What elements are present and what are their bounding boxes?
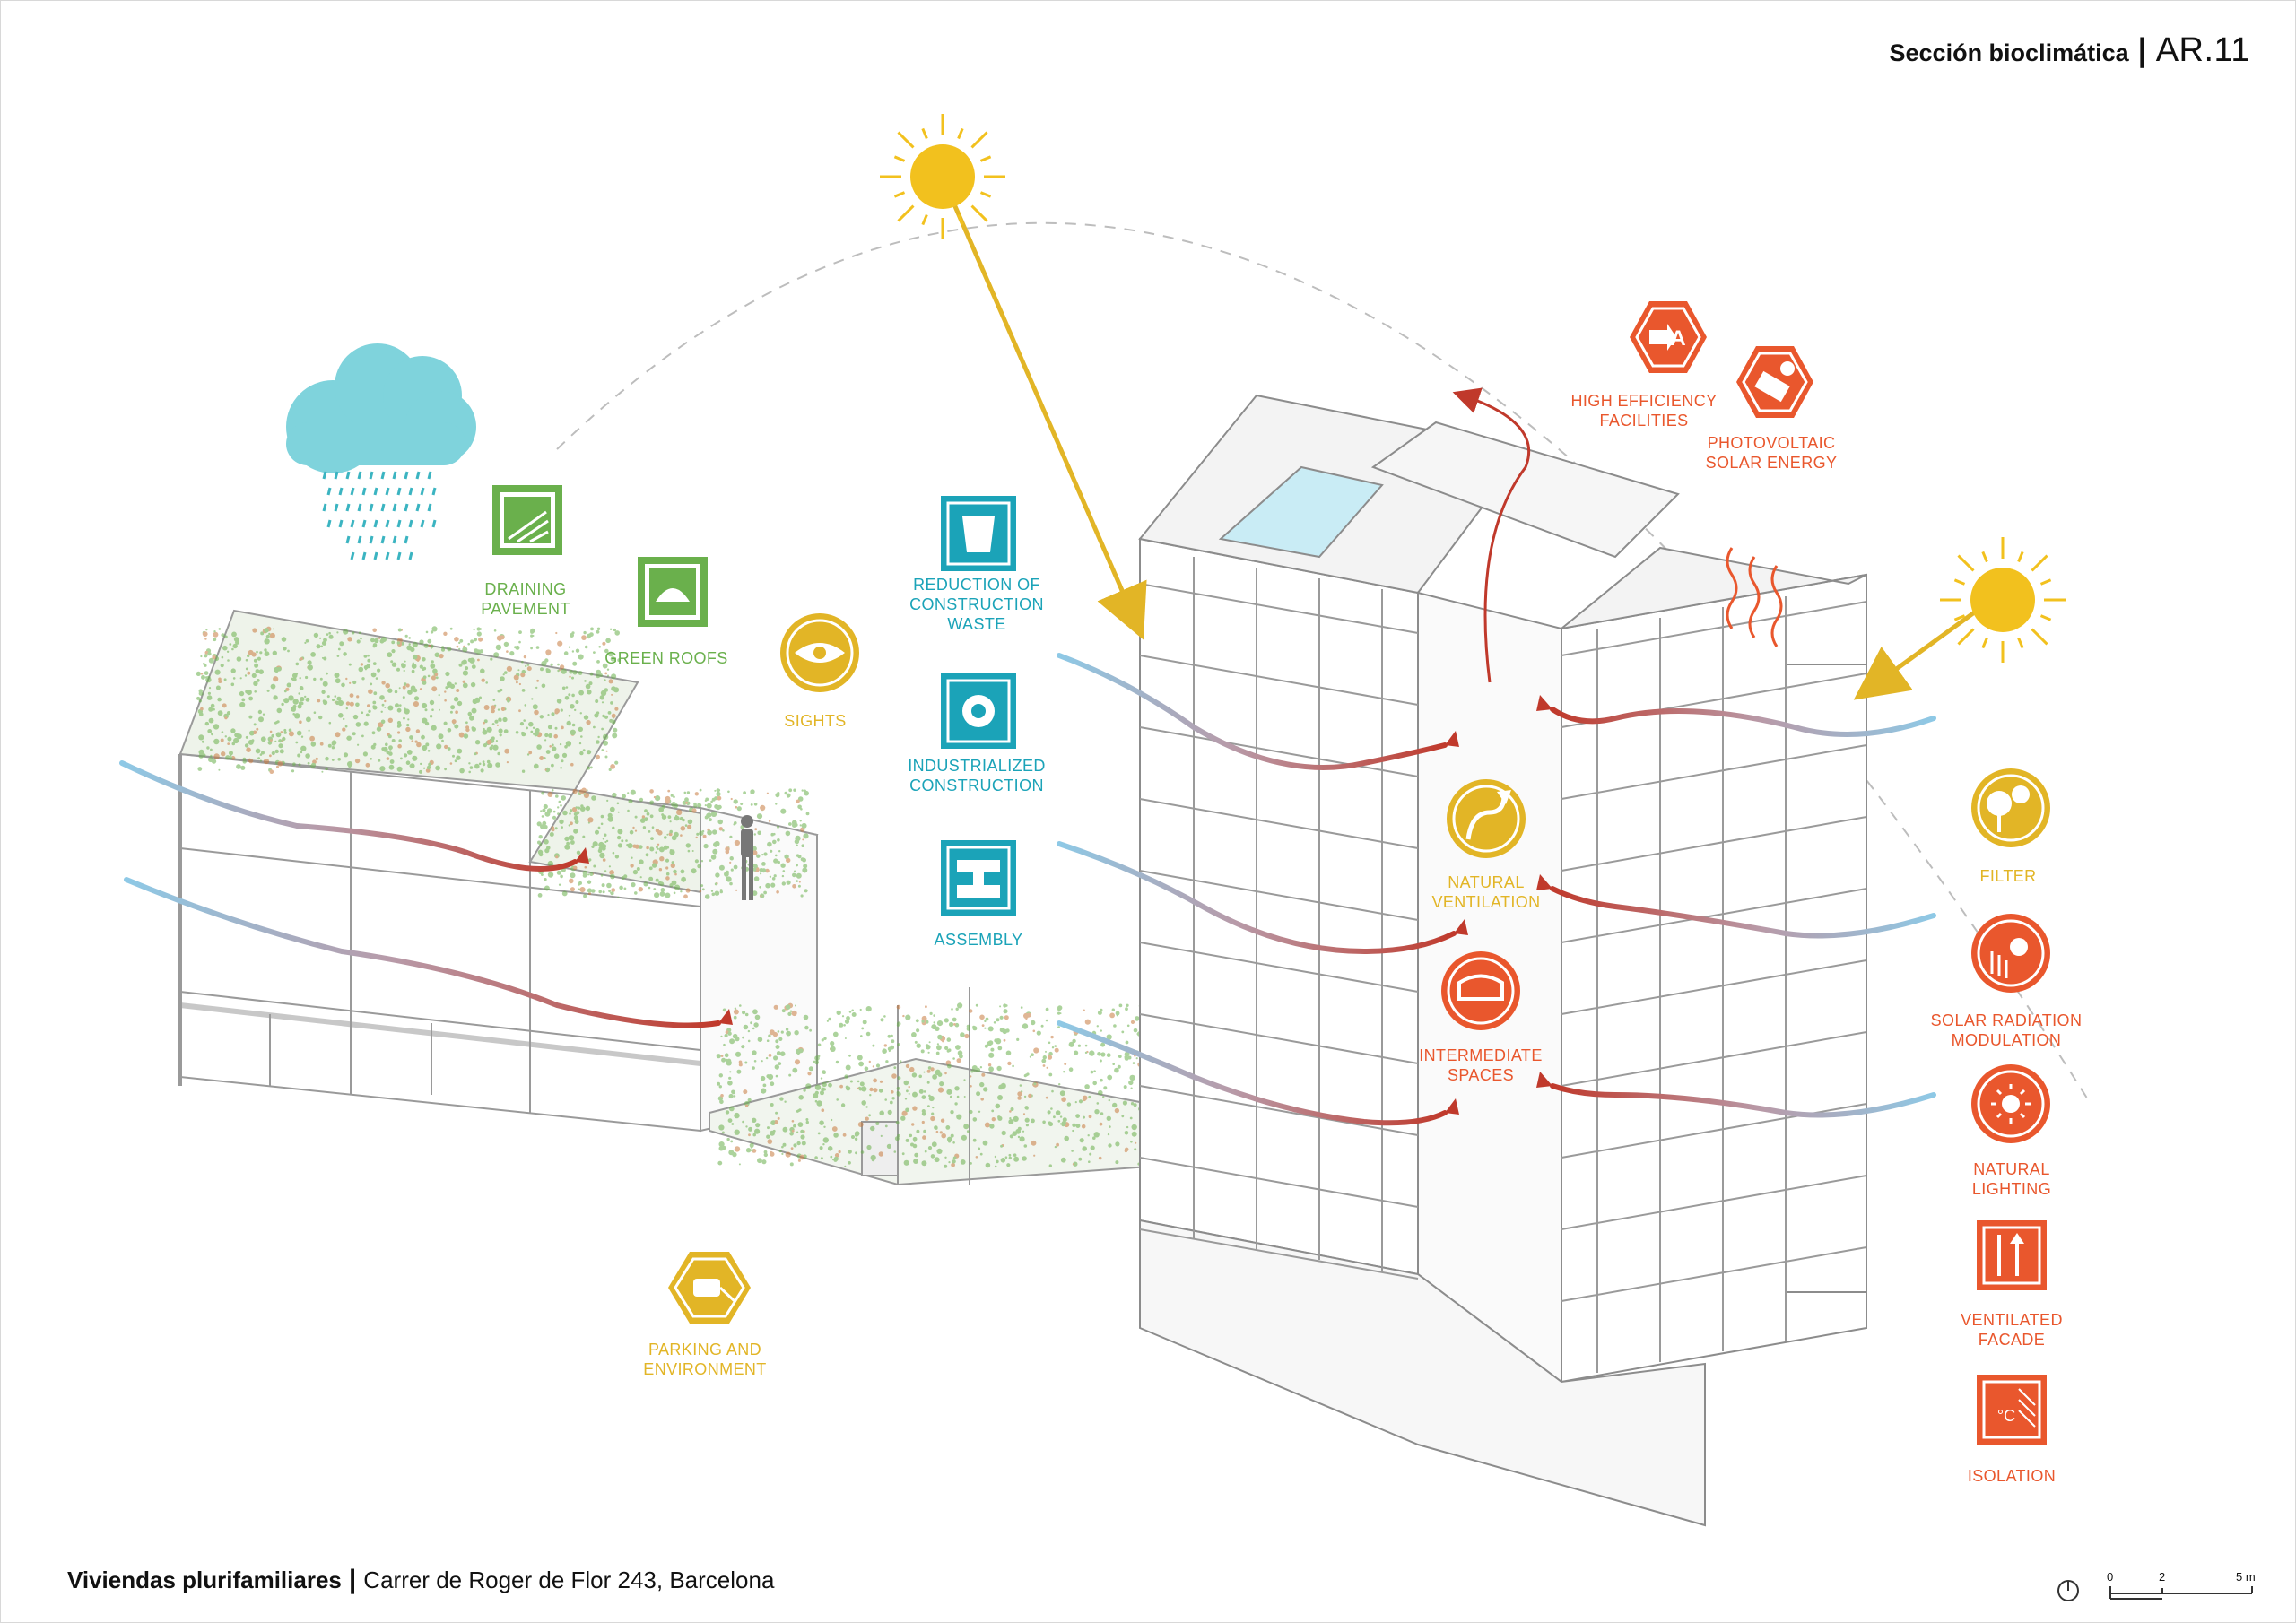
scale-bar [2109, 1586, 2253, 1600]
filter-icon [1971, 768, 2050, 847]
label-sights: SIGHTS [784, 712, 847, 730]
label-draining-pavement: DRAINING PAVEMENT [481, 580, 570, 618]
sheet-footer: Viviendas plurifamiliares | Carrer de Ro… [67, 1565, 774, 1595]
wind-arrowheads [575, 695, 1552, 1115]
sheet-code: AR.11 [2155, 31, 2250, 69]
industrialized-construction-icon [941, 673, 1016, 749]
draining-pavement-icon [492, 485, 562, 555]
sun-ray-right [1853, 603, 1985, 700]
svg-text:A: A [1670, 326, 1685, 351]
label-photovoltaic: PHOTOVOLTAIC SOLAR ENERGY [1705, 434, 1838, 472]
label-solar-radiation: SOLAR RADIATION MODULATION [1930, 1011, 2083, 1049]
sun-icon-right [1940, 537, 2066, 663]
parking-environment-icon [668, 1252, 751, 1324]
assembly-icon [941, 840, 1016, 916]
green-roof-vegetation-left [196, 626, 810, 899]
tower-floor-lines [1139, 557, 1867, 1373]
stack-ventilation-arrow [1452, 387, 1531, 683]
photovoltaic-icon [1736, 346, 1813, 418]
svg-text:°C: °C [1997, 1407, 2015, 1425]
cloud-icon [286, 343, 476, 473]
scale-tick-0: 0 [2107, 1570, 2114, 1584]
intermediate-spaces-icon [1441, 951, 1520, 1030]
label-isolation: ISOLATION [1967, 1467, 2057, 1485]
isolation-icon: °C [1977, 1375, 2047, 1445]
left-building [178, 609, 819, 1133]
sun-ray-left [949, 197, 1147, 640]
central-garden [709, 987, 1150, 1186]
footer-divider: | [348, 1565, 357, 1594]
label-intermediate-spaces: INTERMEDIATE SPACES [1419, 1046, 1543, 1084]
label-green-roofs: GREEN ROOFS [604, 649, 728, 667]
rain-drops [322, 471, 437, 560]
label-reduction-waste: REDUCTION OF CONSTRUCTION WASTE [909, 576, 1044, 633]
natural-ventilation-icon [1447, 779, 1526, 858]
label-natural-ventilation: NATURAL VENTILATION [1431, 873, 1541, 911]
person-silhouette [741, 815, 753, 900]
ventilated-facade-icon [1977, 1220, 2047, 1290]
label-industrialized: INDUSTRIALIZED CONSTRUCTION [908, 757, 1046, 794]
heat-waves-icon [1726, 547, 1783, 647]
header-divider: | [2137, 31, 2147, 68]
project-name: Viviendas plurifamiliares [67, 1567, 342, 1593]
label-high-efficiency: HIGH EFFICIENCY FACILITIES [1570, 392, 1718, 430]
label-filter: FILTER [1979, 867, 2037, 885]
green-roofs-icon [638, 557, 708, 627]
reduction-waste-icon [941, 496, 1016, 571]
high-efficiency-icon: A [1630, 301, 1707, 373]
north-arrow-icon [2057, 1580, 2079, 1601]
sheet-header: Sección bioclimática | AR.11 [1890, 31, 2250, 70]
sights-icon [780, 613, 859, 692]
scale-tick-5m: 5 m [2236, 1570, 2256, 1584]
sheet-title: Sección bioclimática [1889, 39, 2129, 66]
label-natural-lighting: NATURAL LIGHTING [1971, 1160, 2052, 1198]
label-parking: PARKING AND ENVIRONMENT [643, 1341, 767, 1378]
scale-tick-2: 2 [2159, 1570, 2166, 1584]
natural-lighting-icon [1971, 1064, 2050, 1143]
label-assembly: ASSEMBLY [934, 931, 1023, 949]
project-address: Carrer de Roger de Flor 243, Barcelona [363, 1567, 775, 1593]
label-ventilated-facade: VENTILATED FACADE [1961, 1311, 2063, 1349]
wind-flows [119, 653, 1936, 1126]
solar-radiation-icon [1971, 914, 2050, 993]
sun-icon-top [880, 114, 1005, 239]
